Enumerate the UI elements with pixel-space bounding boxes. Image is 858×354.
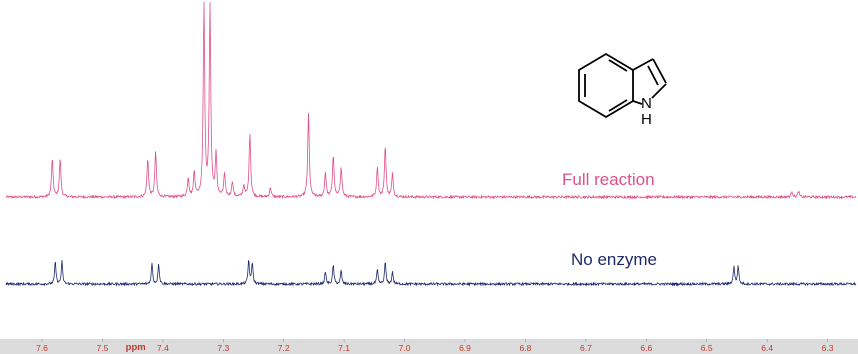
- aromatic-bond: [608, 59, 628, 72]
- indole-structure-icon: N H: [578, 53, 667, 128]
- spectra-layer: [5, 1, 857, 287]
- nh-n-label: N: [641, 95, 652, 112]
- x-tick-label: 7.4: [157, 343, 169, 353]
- ring-bond: [652, 58, 667, 84]
- series-full-reaction: [5, 1, 857, 200]
- x-axis: 7.6 7.5 7.4 7.3 7.2 7.1 7.0 6.9 6.8 6.7 6.6 6.5 6.4 6…: [0, 339, 858, 354]
- x-tick-label: 7.5: [96, 343, 108, 353]
- x-tick-label: 6.8: [519, 343, 531, 353]
- x-tick-label: 6.3: [822, 343, 834, 353]
- series-line: [5, 1, 857, 200]
- ring-double-bond: [647, 65, 659, 86]
- x-tick-label: 6.9: [459, 343, 471, 353]
- x-tick-label: 7.2: [278, 343, 290, 353]
- nh-h-label: H: [641, 111, 652, 128]
- x-tick-label: 7.3: [217, 343, 229, 353]
- series-line: [5, 260, 857, 287]
- legend-full-reaction: Full reaction: [562, 170, 655, 189]
- legend-no-enzyme: No enzyme: [571, 250, 657, 269]
- x-tick-label: 6.7: [580, 343, 592, 353]
- x-axis-label: ppm: [126, 342, 146, 353]
- axis-band: [0, 339, 858, 354]
- benzene-ring: [578, 53, 634, 118]
- ring-bond: [632, 100, 643, 105]
- x-tick-label: 6.6: [640, 343, 652, 353]
- series-no-enzyme: [5, 260, 857, 287]
- x-tick-label: 6.4: [761, 343, 773, 353]
- x-tick-label: 7.0: [399, 343, 411, 353]
- x-tick-label: 7.6: [36, 343, 48, 353]
- x-tick-label: 6.5: [701, 343, 713, 353]
- x-tick-label: 7.1: [338, 343, 350, 353]
- aromatic-bond: [608, 99, 628, 112]
- ring-bond: [651, 83, 667, 99]
- ring-bond: [632, 58, 654, 71]
